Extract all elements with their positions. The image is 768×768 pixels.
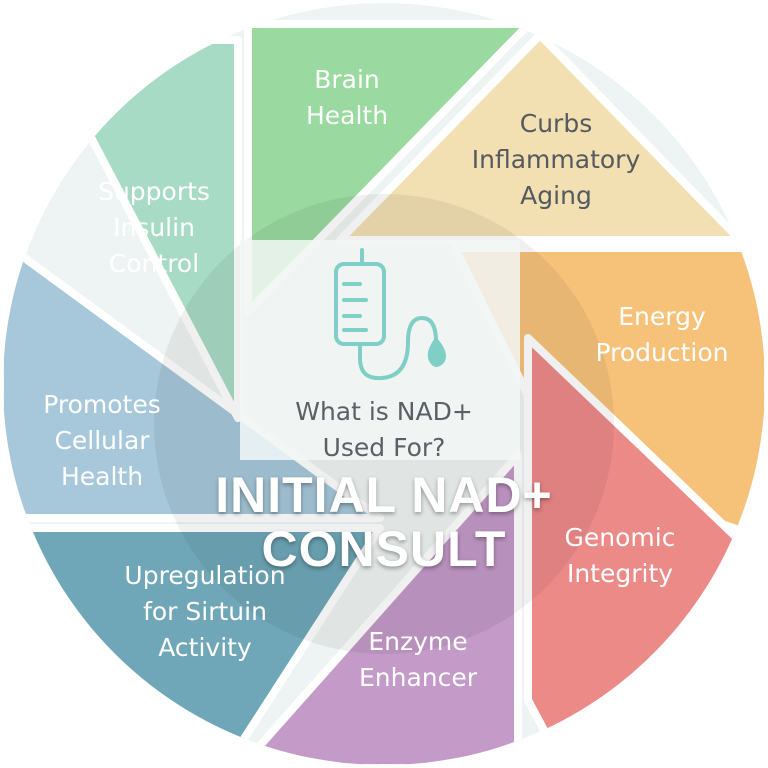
segment-label-cellular: Promotes Cellular Health xyxy=(43,390,161,491)
segment-label-insulin: Supports Insulin Control xyxy=(98,177,210,278)
segment-inflammatory xyxy=(336,31,744,244)
segment-label-sirtuin: Upregulation for Sirtuin Activity xyxy=(124,561,286,662)
segment-label-energy: Energy Production xyxy=(595,302,729,367)
segment-label-inflammatory: Curbs Inflammatory Aging xyxy=(471,109,641,210)
segment-label-brain: Brain Health xyxy=(305,65,389,130)
center-question: What is NAD+ Used For? xyxy=(295,397,473,462)
segment-label-genomic: Genomic Integrity xyxy=(564,523,676,588)
center-panel xyxy=(240,240,520,460)
segment-label-enzyme: Enzyme Enhancer xyxy=(358,627,478,692)
overlay-title: INITIAL NAD+ CONSULT xyxy=(215,467,553,577)
segment-enzyme xyxy=(236,451,522,765)
